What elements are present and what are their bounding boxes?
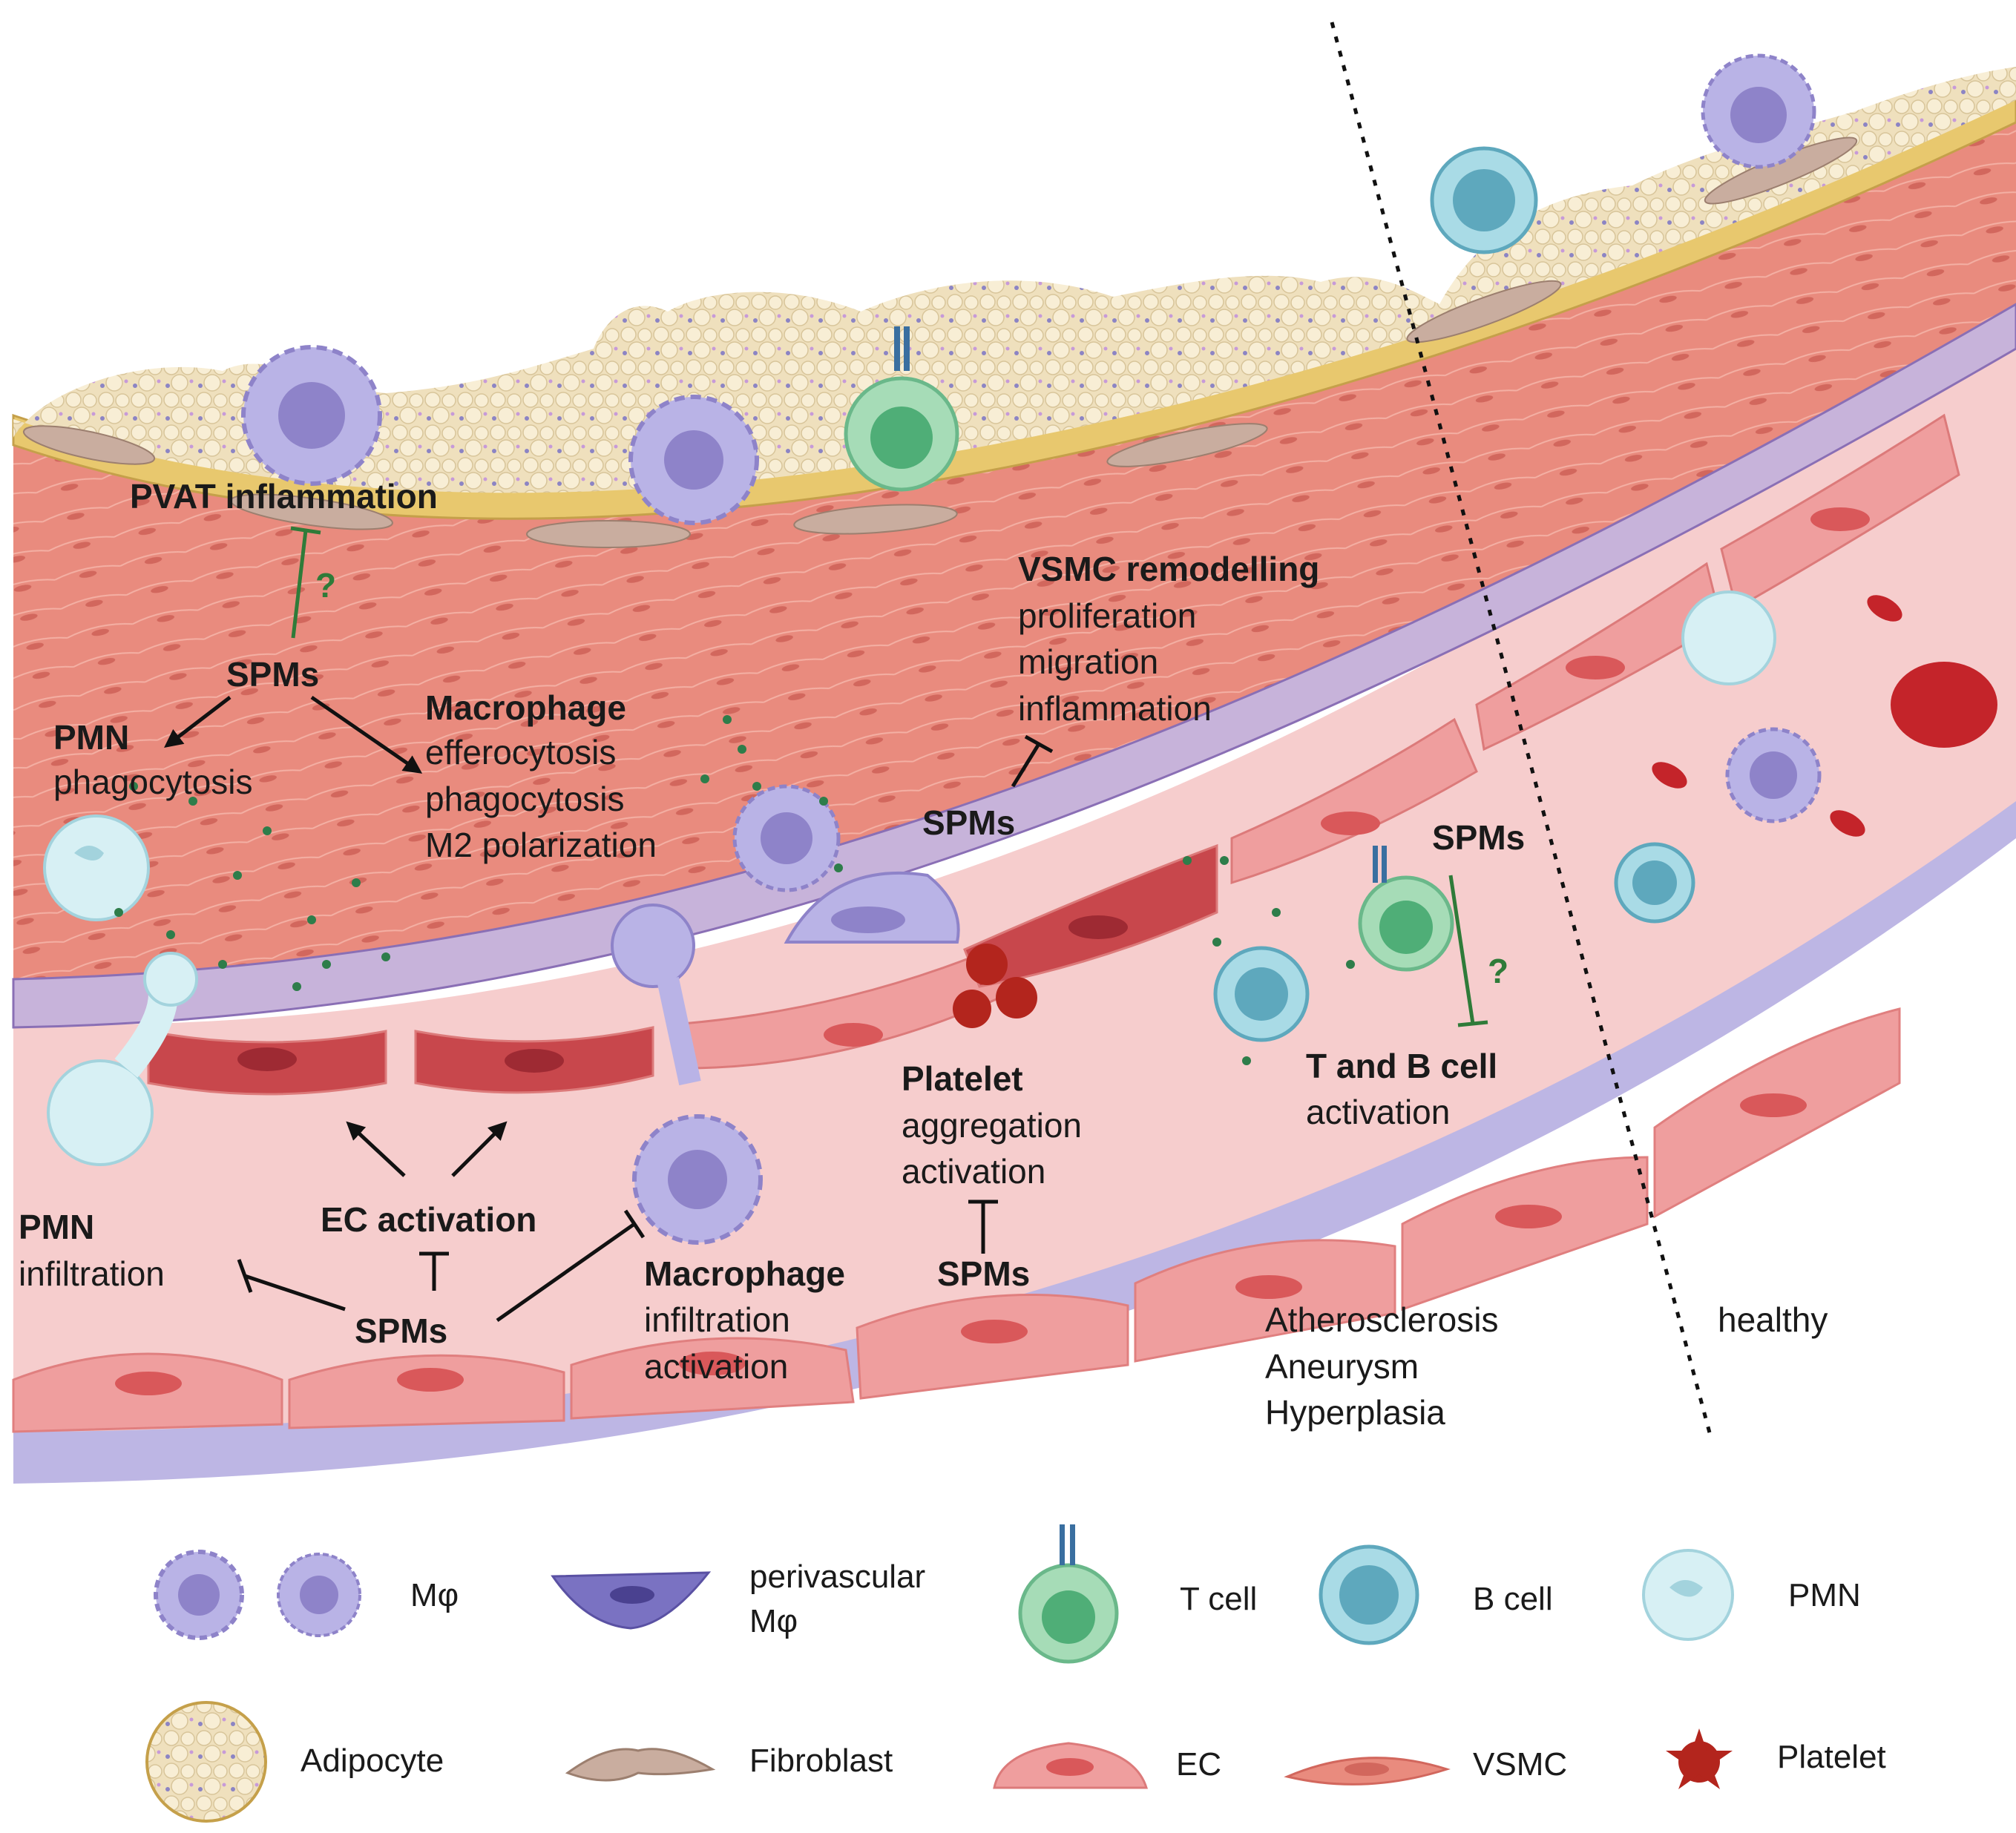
legend-adipocyte-label: Adipocyte <box>301 1742 444 1779</box>
ec-nuclei <box>115 1093 1807 1395</box>
b-cell <box>1430 146 1538 254</box>
label-spms-1: SPMs <box>226 655 319 694</box>
label-inflammation: inflammation <box>1018 689 1212 728</box>
inhibit-pmn-infiltration <box>244 1274 346 1312</box>
label-atherosclerosis: Atherosclerosis <box>1265 1300 1498 1339</box>
t-cell <box>844 326 959 492</box>
legend-adipocyte-icon <box>145 1701 267 1823</box>
label-m2-polarization: M2 polarization <box>425 826 657 864</box>
legend-vsmc-label: VSMC <box>1473 1746 1567 1783</box>
label-spms-4: SPMs <box>937 1254 1030 1293</box>
red-blood-cells <box>1652 595 1997 837</box>
legend-vsmc-icon <box>1284 1757 1451 1786</box>
label-efferocytosis: efferocytosis <box>425 733 616 771</box>
inhibit-vsmc-line <box>1011 743 1041 788</box>
label-mac-activation: activation <box>644 1347 788 1386</box>
legend-platelet-label: Platelet <box>1777 1739 1886 1775</box>
legend-perivascular-label-2: Mφ <box>749 1603 798 1639</box>
legend-ec-label: EC <box>1176 1746 1221 1783</box>
label-pmn-infiltration: infiltration <box>19 1254 165 1293</box>
legend-pmn-label: PMN <box>1788 1577 1861 1613</box>
inhibit-tb-line <box>1448 875 1475 1024</box>
label-question-1: ? <box>315 566 336 605</box>
spm-dots <box>114 715 1355 1065</box>
label-aggregation: aggregation <box>902 1106 1082 1145</box>
label-healthy: healthy <box>1718 1300 1828 1339</box>
macrophage-cell <box>1725 727 1822 823</box>
label-tb-activation: activation <box>1306 1093 1450 1131</box>
legend-perivascular-icon <box>551 1571 712 1630</box>
legend-ec-icon <box>993 1742 1149 1789</box>
label-pmn-2: PMN <box>19 1208 94 1246</box>
macrophage-cell <box>241 345 382 486</box>
b-cell <box>1213 946 1310 1042</box>
legend-t-cell-label: T cell <box>1180 1581 1257 1617</box>
label-pvat-inflammation: PVAT inflammation <box>130 477 438 516</box>
label-spms-2: SPMs <box>922 803 1015 842</box>
legend: Mφ perivascular Mφ T cell B cell PMN Ad <box>145 1524 1886 1823</box>
inhibit-macrophage-line <box>496 1222 636 1323</box>
label-mac-phagocytosis: phagocytosis <box>425 780 625 818</box>
platelets <box>953 944 1037 1028</box>
label-pmn-phagocytosis: phagocytosis <box>53 763 253 801</box>
label-mac-infiltration: infiltration <box>644 1300 790 1339</box>
t-cell <box>1358 846 1454 972</box>
arrow-ec-left <box>346 1121 406 1177</box>
arrow-spms-pmn <box>164 696 232 748</box>
pmn-transmigrating <box>47 952 198 1166</box>
label-spms-3: SPMs <box>1432 818 1525 857</box>
legend-macrophage-icon <box>154 1550 361 1640</box>
condition-divider <box>1330 22 1713 1436</box>
pmn-cell <box>43 815 150 921</box>
legend-b-cell-icon <box>1319 1544 1419 1645</box>
legend-b-cell-label: B cell <box>1473 1581 1553 1617</box>
arrow-ec-right <box>451 1121 508 1177</box>
legend-perivascular-label-1: perivascular <box>749 1559 925 1595</box>
legend-t-cell-icon <box>1018 1524 1119 1664</box>
legend-pmn-icon <box>1642 1549 1734 1641</box>
macrophage-transmigrating <box>611 904 763 1245</box>
pmn-cell <box>1681 590 1776 685</box>
label-platelet: Platelet <box>902 1059 1023 1098</box>
label-t-and-b-cell: T and B cell <box>1306 1047 1497 1085</box>
legend-macrophage-label: Mφ <box>410 1577 459 1613</box>
label-aneurysm: Aneurysm <box>1265 1347 1419 1386</box>
label-pmn-1: PMN <box>53 718 129 757</box>
label-platelet-activation: activation <box>902 1152 1045 1191</box>
inhibit-pvat-line <box>291 530 308 639</box>
legend-platelet-icon <box>1666 1728 1733 1789</box>
label-proliferation: proliferation <box>1018 596 1196 635</box>
label-migration: migration <box>1018 642 1158 681</box>
label-macrophage-2: Macrophage <box>644 1254 845 1293</box>
fibroblasts <box>22 136 1858 548</box>
pvat <box>13 67 2016 493</box>
macrophage-cell <box>1701 53 1816 169</box>
macrophage-cell <box>732 784 841 892</box>
label-vsmc-remodelling: VSMC remodelling <box>1018 550 1319 588</box>
arrow-spms-macrophage <box>310 695 423 774</box>
label-hyperplasia: Hyperplasia <box>1265 1393 1445 1432</box>
label-question-2: ? <box>1488 952 1508 990</box>
label-ec-activation: EC activation <box>321 1200 536 1239</box>
label-macrophage-1: Macrophage <box>425 688 626 727</box>
macrophage-cell <box>628 395 759 525</box>
b-cell <box>1614 842 1695 924</box>
lumen <box>13 260 2016 1432</box>
legend-fibroblast-icon <box>565 1748 716 1782</box>
perivascular-macrophage <box>784 872 960 944</box>
legend-fibroblast-label: Fibroblast <box>749 1742 893 1779</box>
label-spms-5: SPMs <box>355 1312 447 1350</box>
